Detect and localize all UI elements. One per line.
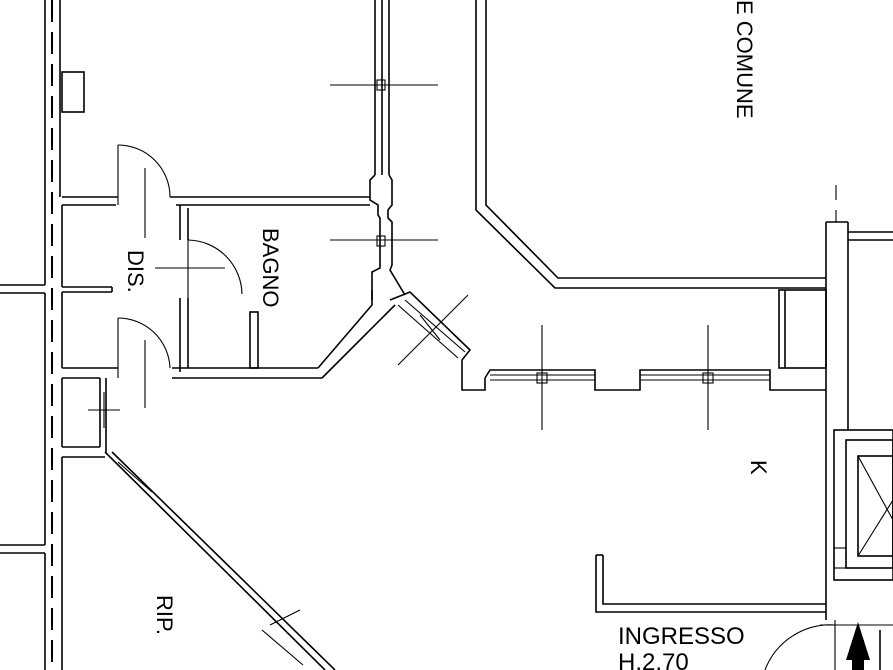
kitchen-top-wall: [484, 325, 826, 430]
label-common-area: E COMUNE: [732, 0, 757, 119]
closet-box: [62, 378, 107, 458]
bathroom-walls: [62, 196, 396, 379]
central-partition: [369, 0, 406, 300]
door-closet: [88, 392, 120, 428]
entrance-wall: [595, 554, 826, 613]
door-bathroom: [155, 239, 243, 298]
door-top: [117, 144, 171, 238]
label-closet: DIS.: [123, 250, 148, 293]
label-kitchen: K: [746, 460, 771, 475]
door-bottom: [117, 317, 171, 408]
label-entrance: INGRESSO: [618, 623, 745, 650]
right-walls: [778, 185, 893, 620]
label-ceiling-height: H.2.70: [618, 649, 689, 670]
label-storage: RIP.: [152, 595, 177, 635]
entrance-door: [764, 620, 893, 670]
label-bathroom: BAGNO: [258, 228, 283, 307]
window-marks-partition: [330, 79, 438, 247]
shaft-box: [61, 71, 85, 113]
diagonal-wall-storage: [104, 451, 336, 670]
common-area-wall: [475, 0, 826, 289]
entrance-arrow-icon: [846, 622, 881, 670]
left-wall-lines: [0, 0, 63, 670]
angled-window: [389, 291, 486, 391]
